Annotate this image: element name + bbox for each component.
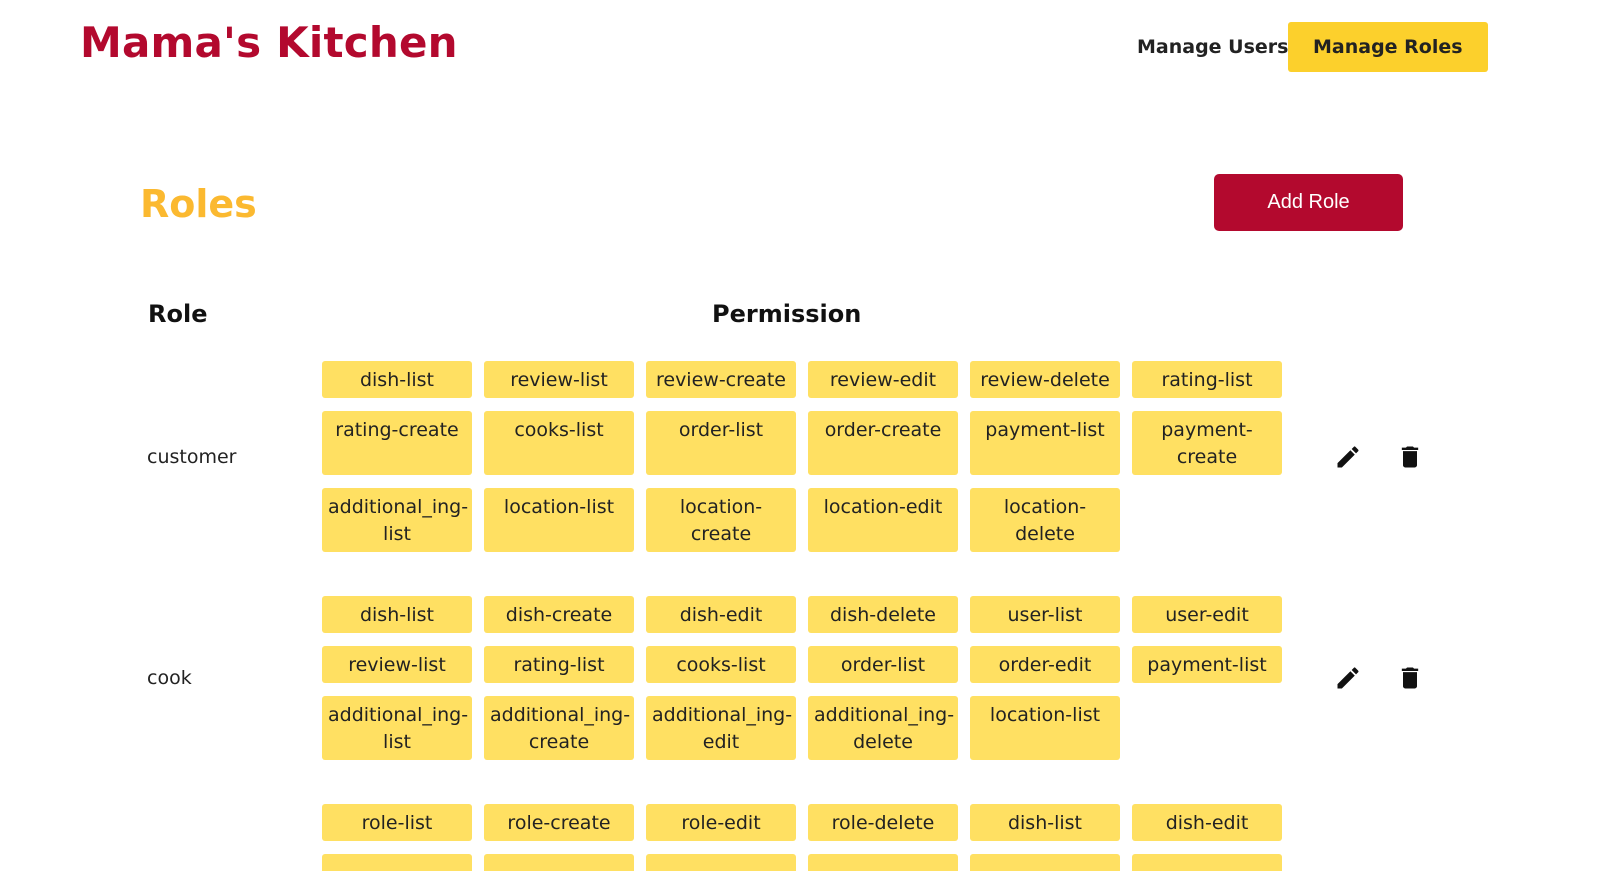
permission-chip: additional_ing-list (322, 696, 472, 760)
permission-chip: additional_ing-create (484, 696, 634, 760)
permission-chip: role-list (322, 804, 472, 841)
permission-chip (970, 854, 1120, 871)
permission-chip: review-delete (970, 361, 1120, 398)
app-header: Mama's Kitchen Manage Users Manage Roles (0, 0, 1597, 100)
permission-chip (646, 854, 796, 871)
nav-manage-users[interactable]: Manage Users (1137, 36, 1289, 58)
permission-chip: user-edit (1132, 596, 1282, 633)
role-row: customer dish-list review-list review-creat… (0, 361, 1597, 552)
permission-chip: review-create (646, 361, 796, 398)
permission-chip: cooks-list (646, 646, 796, 683)
permission-list: dish-list review-list review-create review-… (322, 361, 1294, 552)
permission-chip: additional_ing-list (322, 488, 472, 552)
trash-icon[interactable] (1396, 664, 1424, 692)
roles-table: customer dish-list review-list review-creat… (0, 361, 1597, 871)
permission-chip: payment-create (1132, 411, 1282, 475)
row-actions (1334, 443, 1424, 471)
permission-chip (1132, 854, 1282, 871)
role-row: cook dish-list dish-create dish-edit dish-de… (0, 596, 1597, 760)
permission-chip: dish-list (322, 596, 472, 633)
permission-list: role-list role-create role-edit role-delete… (322, 804, 1294, 871)
permission-chip: dish-list (970, 804, 1120, 841)
add-role-button[interactable]: Add Role (1214, 174, 1403, 231)
row-actions (1334, 664, 1424, 692)
permission-chip: location-edit (808, 488, 958, 552)
permission-chip (322, 854, 472, 871)
permission-chip: order-edit (970, 646, 1120, 683)
page-title: Roles (140, 182, 257, 226)
permission-chip: rating-list (1132, 361, 1282, 398)
permission-chip: review-list (322, 646, 472, 683)
permission-chip: order-list (646, 411, 796, 475)
permission-chip: dish-edit (646, 596, 796, 633)
permission-chip (808, 854, 958, 871)
permission-chip: review-list (484, 361, 634, 398)
permission-chip: additional_ing-edit (646, 696, 796, 760)
permission-list: dish-list dish-create dish-edit dish-delete… (322, 596, 1294, 760)
permission-chip: additional_ing-delete (808, 696, 958, 760)
permission-chip: role-delete (808, 804, 958, 841)
permission-chip: payment-list (1132, 646, 1282, 683)
permission-chip: cooks-list (484, 411, 634, 475)
role-name: customer (147, 445, 237, 468)
permission-chip: order-list (808, 646, 958, 683)
permission-chip: user-list (970, 596, 1120, 633)
column-header-role: Role (148, 300, 208, 328)
trash-icon[interactable] (1396, 443, 1424, 471)
permission-chip: location-list (484, 488, 634, 552)
permission-chip: payment-list (970, 411, 1120, 475)
role-row: role-list role-create role-edit role-delete… (0, 804, 1597, 871)
column-header-permission: Permission (712, 300, 862, 328)
nav-manage-roles[interactable]: Manage Roles (1288, 22, 1488, 72)
permission-chip: dish-delete (808, 596, 958, 633)
permission-chip: location-delete (970, 488, 1120, 552)
permission-chip: rating-create (322, 411, 472, 475)
permission-chip: rating-list (484, 646, 634, 683)
permission-chip: review-edit (808, 361, 958, 398)
permission-chip: dish-create (484, 596, 634, 633)
pencil-icon[interactable] (1334, 443, 1362, 471)
permission-chip: location-create (646, 488, 796, 552)
permission-chip (484, 854, 634, 871)
permission-chip: location-list (970, 696, 1120, 760)
permission-chip: order-create (808, 411, 958, 475)
pencil-icon[interactable] (1334, 664, 1362, 692)
permission-chip: dish-list (322, 361, 472, 398)
role-name: cook (147, 667, 192, 689)
permission-chip: role-edit (646, 804, 796, 841)
permission-chip: role-create (484, 804, 634, 841)
permission-chip: dish-edit (1132, 804, 1282, 841)
brand-logo[interactable]: Mama's Kitchen (80, 18, 458, 67)
